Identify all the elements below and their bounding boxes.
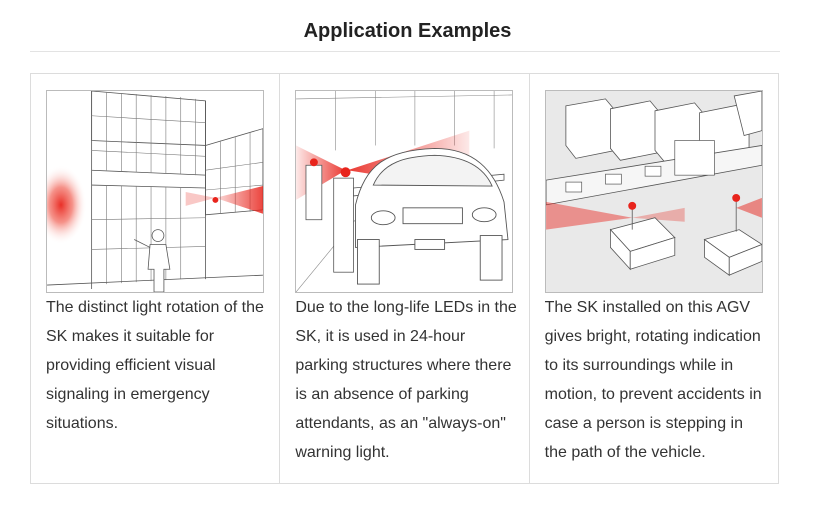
- examples-table: The distinct light rotation of the SK ma…: [30, 73, 779, 484]
- example-caption: The SK installed on this AGV gives brigh…: [544, 299, 762, 461]
- parking-gate-car-illustration: [295, 90, 514, 293]
- example-caption: Due to the long-life LEDs in the SK, it …: [295, 299, 517, 461]
- example-cell-agv: The SK installed on this AGV gives brigh…: [530, 74, 778, 483]
- example-caption: The distinct light rotation of the SK ma…: [46, 299, 264, 432]
- agv-factory-illustration: [544, 90, 763, 293]
- example-cell-parking: Due to the long-life LEDs in the SK, it …: [280, 74, 530, 483]
- building-emergency-light-illustration: [46, 90, 264, 293]
- title-divider: [30, 51, 780, 52]
- example-cell-emergency: The distinct light rotation of the SK ma…: [31, 74, 281, 483]
- section-title: Application Examples: [303, 20, 512, 42]
